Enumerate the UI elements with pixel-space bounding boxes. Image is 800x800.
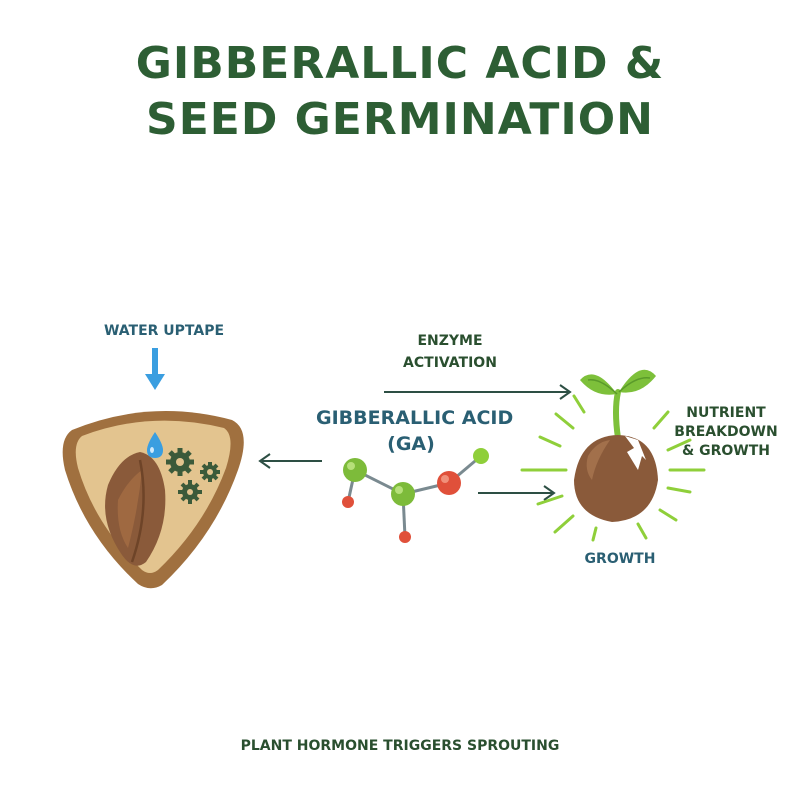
- title-line-1: GIBBERALLIC ACID &: [135, 38, 665, 89]
- water-uptake-label: WATER UPTAPE: [103, 323, 225, 339]
- arrow-right-icon: [384, 384, 572, 400]
- growth-label: GROWTH: [584, 551, 656, 567]
- footer-caption: PLANT HORMONE TRIGGERS SPROUTING: [240, 738, 560, 754]
- rays: [520, 394, 706, 542]
- nutrient-label-line-3: & GROWTH: [682, 443, 770, 459]
- arrow-down-icon: [145, 348, 165, 390]
- ga-label-line-1: GIBBERALLIC ACID: [316, 407, 514, 429]
- nutrient-breakdown-label: NUTRIENT BREAKDOWN & GROWTH: [666, 404, 786, 461]
- ga-label-line-2: (GA): [387, 433, 435, 455]
- gear-icon: [178, 480, 202, 504]
- gibberellic-acid-label: GIBBERALLIC ACID (GA): [316, 405, 514, 457]
- enzyme-label-line-1: ENZYME: [417, 333, 483, 349]
- title-line-2: SEED GERMINATION: [146, 94, 654, 145]
- water-drop-icon: [147, 432, 163, 458]
- arrow-left-icon: [258, 453, 322, 469]
- enzyme-activation-label: ENZYME ACTIVATION: [385, 330, 515, 374]
- sprout-icon: [580, 369, 656, 441]
- molecule-icon: [342, 448, 489, 543]
- nutrient-label-line-2: BREAKDOWN: [674, 424, 778, 440]
- nutrient-label-line-1: NUTRIENT: [686, 405, 766, 421]
- seed-icon: [62, 411, 244, 589]
- embryo: [105, 452, 166, 566]
- arrow-right-icon: [478, 485, 556, 501]
- enzyme-label-line-2: ACTIVATION: [403, 355, 497, 371]
- gear-icon: [166, 448, 194, 476]
- germinating-seed-icon: [574, 435, 658, 522]
- page-title: GIBBERALLIC ACID & SEED GERMINATION: [0, 36, 800, 148]
- gear-icon: [200, 462, 220, 482]
